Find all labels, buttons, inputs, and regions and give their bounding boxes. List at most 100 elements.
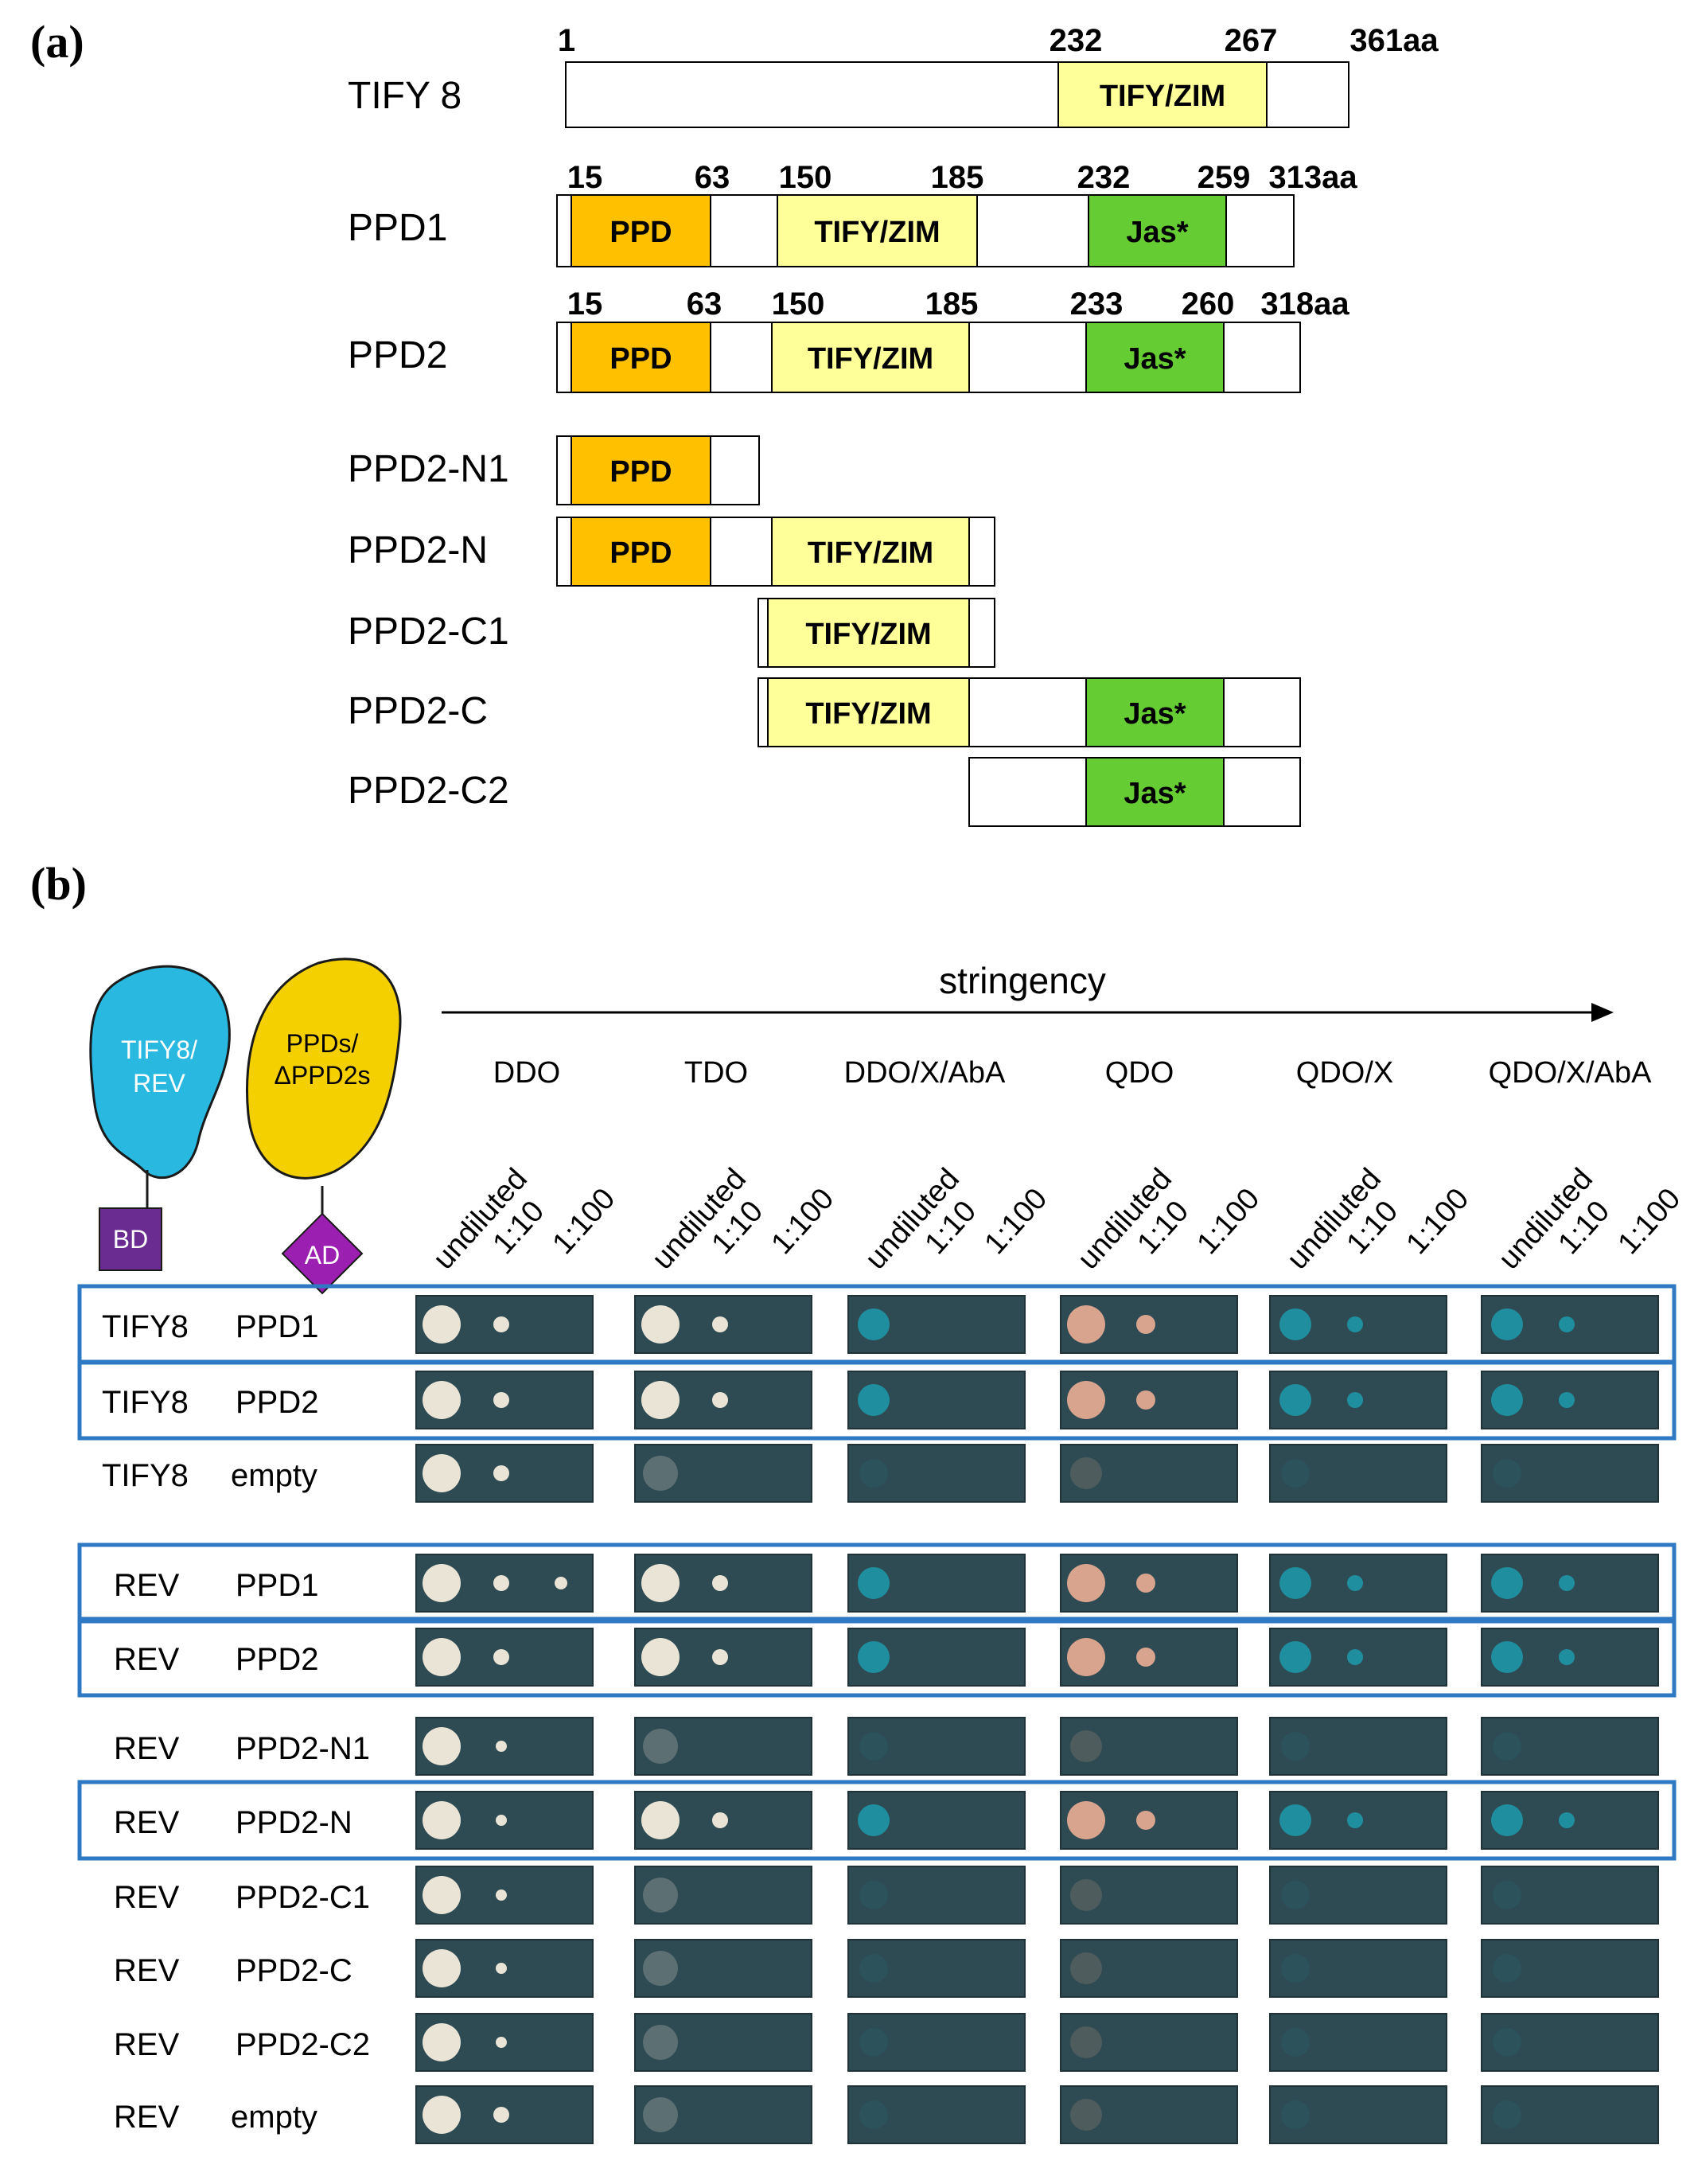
row-prey-label: PPD1 bbox=[236, 1568, 319, 1603]
domain-tify-label: TIFY/ZIM bbox=[808, 536, 933, 570]
colony-spot bbox=[1559, 1392, 1575, 1408]
colony-spot bbox=[859, 2028, 888, 2057]
domain-tify-bar bbox=[767, 598, 970, 668]
colony-spot bbox=[423, 1801, 461, 1839]
colony-spot bbox=[493, 1465, 509, 1481]
colony-spot bbox=[1493, 2100, 1521, 2129]
colony-spot bbox=[641, 1638, 680, 1676]
condition-label: DDO/X/AbA bbox=[844, 1056, 1006, 1090]
colony-spot bbox=[423, 2023, 461, 2061]
colony-spot bbox=[1067, 1381, 1105, 1419]
position-tick-label: 150 bbox=[779, 160, 832, 195]
domain-ppd-label: PPD bbox=[609, 216, 672, 249]
colony-spot bbox=[1491, 1384, 1523, 1416]
colony-spot bbox=[858, 1804, 890, 1836]
colony-spot bbox=[1136, 1574, 1155, 1593]
row-prey-label: PPD1 bbox=[236, 1309, 319, 1344]
colony-spot bbox=[1491, 1641, 1523, 1673]
dilution-label: 1:100 bbox=[978, 1182, 1053, 1261]
plate-strip bbox=[634, 1939, 812, 1998]
construct-ppd2-n1: PPD2-N1 PPD bbox=[348, 435, 760, 505]
row-prey-label: PPD2 bbox=[236, 1642, 319, 1677]
plate-strip bbox=[1060, 1866, 1238, 1925]
domain-ppd-bar bbox=[571, 322, 711, 393]
plate-strip bbox=[1481, 2085, 1659, 2144]
position-tick-label: 15 bbox=[567, 160, 603, 195]
colony-spot bbox=[1491, 1567, 1523, 1599]
domain-tify-label: TIFY/ZIM bbox=[805, 618, 931, 651]
construct-label: PPD2-C2 bbox=[348, 770, 509, 812]
domain-jas-label: Jas* bbox=[1126, 216, 1188, 249]
colony-spot bbox=[1136, 1390, 1155, 1410]
colony-spot bbox=[1279, 1804, 1311, 1836]
colony-spot bbox=[712, 1812, 728, 1828]
colony-spot bbox=[1279, 1308, 1311, 1340]
colony-spot bbox=[493, 1649, 509, 1665]
domain-tify-label: TIFY/ZIM bbox=[1100, 80, 1225, 113]
plate-strip bbox=[1481, 1866, 1659, 1925]
domain-tify-bar bbox=[1057, 61, 1268, 128]
plate-strip bbox=[847, 1717, 1026, 1776]
plate-strip bbox=[634, 1717, 812, 1776]
position-tick-label: 1 bbox=[558, 23, 575, 58]
plate-strip bbox=[1269, 2013, 1447, 2072]
plate-strip bbox=[1481, 2013, 1659, 2072]
position-tick-label: 233 bbox=[1070, 287, 1124, 322]
colony-spot bbox=[1559, 1575, 1575, 1591]
colony-spot bbox=[423, 1381, 461, 1419]
domain-jas-bar bbox=[1088, 194, 1227, 267]
colony-spot bbox=[496, 1890, 507, 1901]
construct-label: TIFY 8 bbox=[348, 75, 461, 117]
colony-spot bbox=[641, 1564, 680, 1602]
colony-spot bbox=[859, 2100, 888, 2129]
colony-spot bbox=[423, 1454, 461, 1492]
colony-spot bbox=[859, 1459, 888, 1488]
colony-spot bbox=[858, 1641, 890, 1673]
row-prey-label: PPD2-N bbox=[236, 1805, 352, 1840]
construct-label: PPD2-C1 bbox=[348, 610, 509, 653]
construct-label: PPD2-N1 bbox=[348, 448, 509, 490]
colony-spot bbox=[712, 1316, 728, 1332]
colony-spot bbox=[1559, 1812, 1575, 1828]
plate-strip bbox=[1060, 2013, 1238, 2072]
colony-spot bbox=[555, 1577, 567, 1589]
colony-spot bbox=[1493, 1881, 1521, 1909]
colony-spot bbox=[1347, 1392, 1363, 1408]
colony-spot bbox=[643, 1729, 678, 1764]
colony-spot bbox=[643, 1878, 678, 1913]
colony-spot bbox=[1070, 1457, 1102, 1489]
bait-protein-shape bbox=[89, 965, 231, 1179]
colony-spot bbox=[1559, 1316, 1575, 1332]
colony-spot bbox=[493, 1316, 509, 1332]
domain-jas-bar bbox=[1085, 677, 1225, 747]
bait-protein-label: REV bbox=[133, 1069, 185, 1098]
colony-spot bbox=[1281, 1459, 1310, 1488]
colony-spot bbox=[1070, 2099, 1102, 2131]
domain-ppd-label: PPD bbox=[609, 455, 672, 489]
plate-strip bbox=[1060, 1717, 1238, 1776]
row-prey-label: PPD2-N1 bbox=[236, 1731, 370, 1766]
colony-spot bbox=[423, 1638, 461, 1676]
colony-spot bbox=[1279, 1567, 1311, 1599]
colony-spot bbox=[1493, 1459, 1521, 1488]
colony-spot bbox=[1281, 2100, 1310, 2129]
plate-strip bbox=[847, 1939, 1026, 1998]
position-tick-label: 63 bbox=[695, 160, 730, 195]
position-tick-label: 260 bbox=[1182, 287, 1235, 322]
row-bait-label: TIFY8 bbox=[102, 1309, 189, 1344]
position-tick-label: 259 bbox=[1198, 160, 1251, 195]
plate-strip bbox=[1060, 2085, 1238, 2144]
plate-strip bbox=[847, 1444, 1026, 1503]
ad-tag-diamond bbox=[281, 1212, 364, 1295]
prey-protein-label: ΔPPD2s bbox=[275, 1061, 371, 1090]
colony-spot bbox=[1493, 1954, 1521, 1983]
colony-spot bbox=[493, 2107, 509, 2123]
bd-tag-label: BD bbox=[113, 1225, 148, 1254]
